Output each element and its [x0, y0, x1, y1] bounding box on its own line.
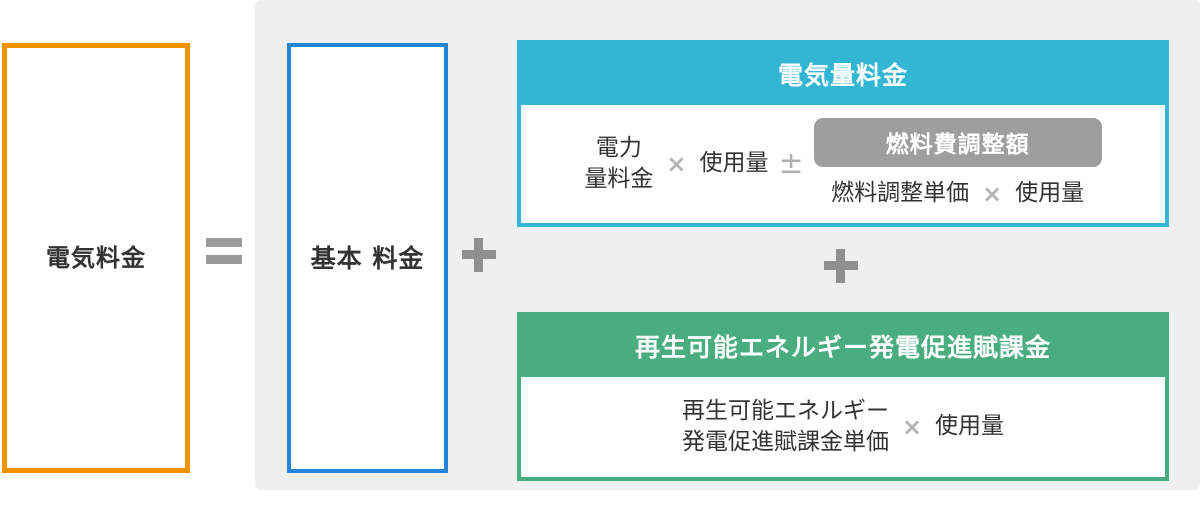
renewable-energy-levy-card: 再生可能エネルギー発電促進賦課金 再生可能エネルギー 発電促進賦課金単価 × 使… [517, 312, 1169, 481]
plus-icon-left [462, 238, 496, 272]
equals-bar-top [206, 238, 242, 247]
basic-charge-label: 基本 料金 [310, 243, 425, 273]
power-unit-price-term: 電力 量料金 [584, 134, 654, 192]
electric-usage-charge-body: 電力 量料金 × 使用量 ± 燃料費調整額 燃料調整単価 × 使用量 [521, 105, 1165, 223]
usage-amount-term-renewable: 使用量 [935, 413, 1005, 440]
equals-icon [206, 236, 242, 266]
fuel-adjustment-pill-label: 燃料費調整額 [813, 118, 1102, 168]
plus-icon-middle [824, 249, 858, 283]
electric-usage-charge-header: 電気量料金 [521, 44, 1165, 105]
electric-usage-formula: 電力 量料金 × 使用量 ± 燃料費調整額 燃料調整単価 × 使用量 [584, 118, 1102, 209]
usage-amount-term-electric: 使用量 [699, 150, 769, 177]
fuel-adjustment-group: 燃料費調整額 燃料調整単価 × 使用量 [813, 118, 1102, 209]
multiply-icon-electric: × [666, 149, 687, 178]
fuel-unit-price-term: 燃料調整単価 [831, 180, 970, 207]
multiply-icon-renewable: × [901, 413, 923, 441]
renewable-energy-levy-header: 再生可能エネルギー発電促進賦課金 [521, 316, 1165, 377]
multiply-icon-fuel: × [982, 179, 1003, 208]
fuel-adjustment-formula: 燃料調整単価 × 使用量 [831, 178, 1084, 209]
equals-bar-bottom [206, 255, 242, 264]
basic-charge-box: 基本 料金 [287, 43, 448, 473]
total-electricity-charge-label: 電気料金 [46, 243, 146, 272]
renewable-energy-levy-body: 再生可能エネルギー 発電促進賦課金単価 × 使用量 [521, 377, 1165, 477]
electric-usage-charge-card: 電気量料金 電力 量料金 × 使用量 ± 燃料費調整額 燃料調整単価 × 使用量 [517, 40, 1169, 227]
plus-bar-vertical [474, 238, 483, 272]
usage-amount-term-fuel: 使用量 [1015, 180, 1085, 207]
plus-minus-icon: ± [778, 146, 804, 182]
renewable-energy-formula: 再生可能エネルギー 発電促進賦課金単価 × 使用量 [682, 396, 1004, 458]
renewable-unit-price-term: 再生可能エネルギー 発電促進賦課金単価 [681, 397, 889, 455]
total-electricity-charge-box: 電気料金 [2, 43, 190, 473]
plus-bar-vertical [836, 249, 845, 283]
